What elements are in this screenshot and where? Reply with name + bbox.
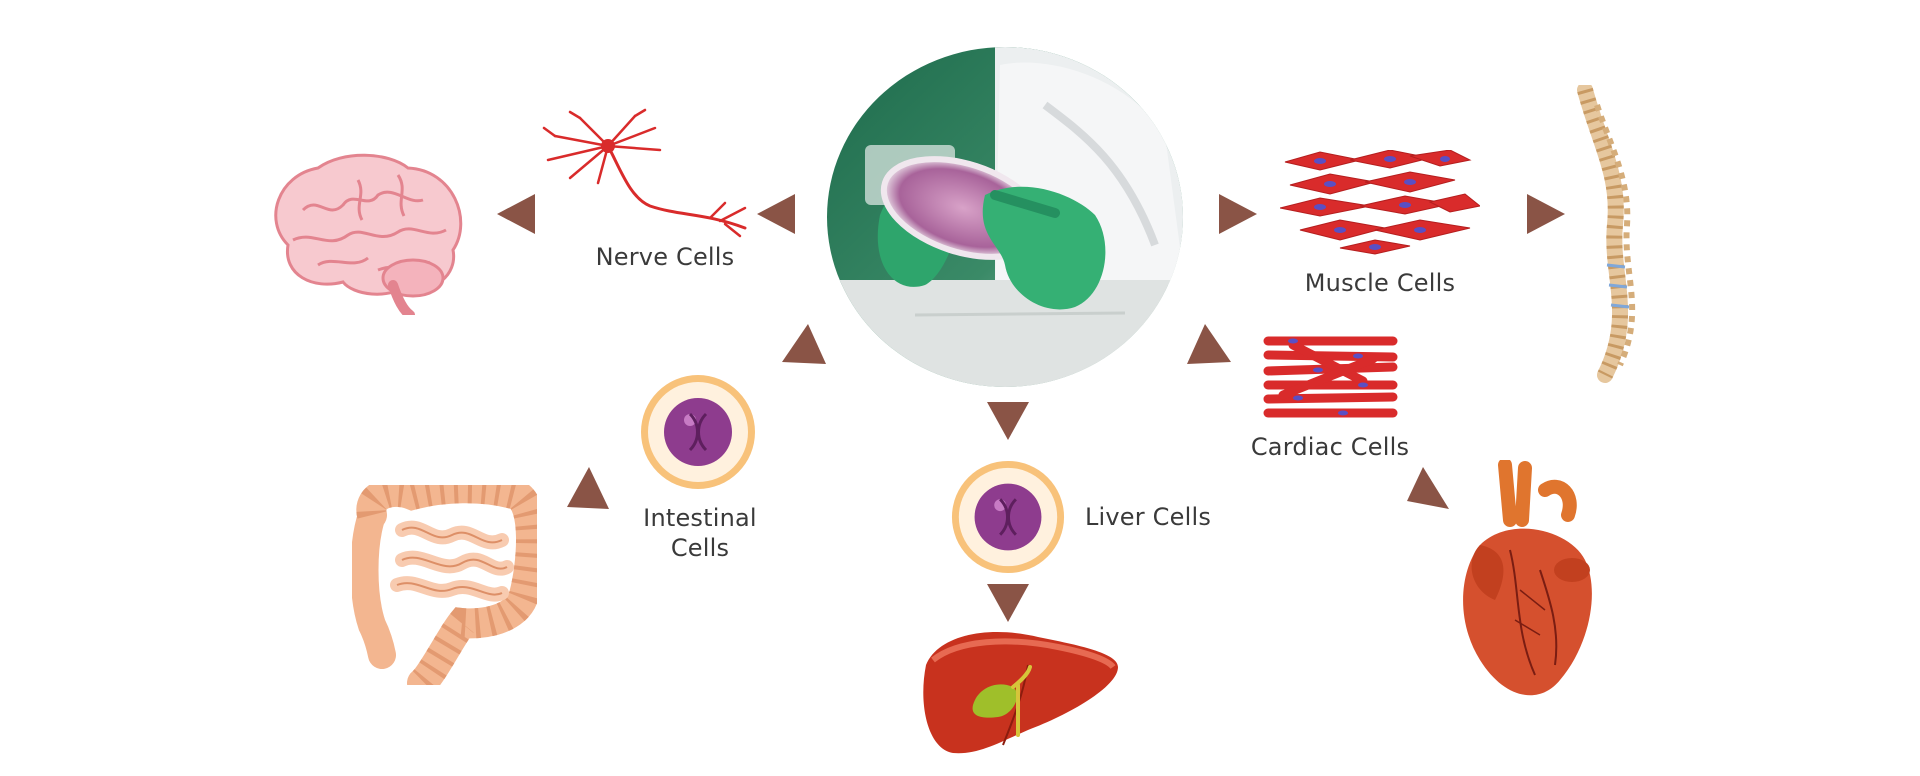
spine-icon (1577, 85, 1636, 383)
arrow-to-spine (1527, 194, 1565, 234)
cardiac-cells-label: Cardiac Cells (1250, 433, 1410, 461)
intestinal-cells-label-line2: Cells (670, 534, 730, 562)
arrow-to-liver-cells (987, 402, 1029, 440)
arrow-to-liver (987, 584, 1029, 622)
intestinal-cells-label-line1: Intestinal (643, 504, 757, 532)
muscle-cells-icon (1280, 150, 1480, 255)
arrow-to-nerve-cells (757, 194, 795, 234)
arrow-to-muscle-cells (1219, 194, 1257, 234)
stem-cell-icon (641, 375, 755, 489)
arrow-to-brain (497, 194, 535, 234)
petri-dish-photo (827, 47, 1183, 387)
muscle-cells-label: Muscle Cells (1304, 269, 1456, 297)
arrow-from-intestinal-cells (782, 324, 826, 364)
arrow-from-cardiac-cells (1187, 324, 1231, 364)
liver-cells-label: Liver Cells (1084, 503, 1212, 531)
arrow-to-intestine (567, 467, 609, 509)
cardiac-cells-icon (1263, 336, 1398, 418)
neuron-icon (542, 108, 747, 238)
brain-icon (274, 153, 463, 315)
liver-icon (923, 632, 1118, 754)
heart-icon (1463, 460, 1592, 696)
intestinal-cells-label: Intestinal Cells (630, 503, 770, 563)
stem-cell-icon (951, 460, 1065, 574)
arrow-from-heart (1407, 467, 1449, 509)
intestine-icon (352, 485, 537, 685)
nerve-cells-label: Nerve Cells (595, 243, 735, 271)
